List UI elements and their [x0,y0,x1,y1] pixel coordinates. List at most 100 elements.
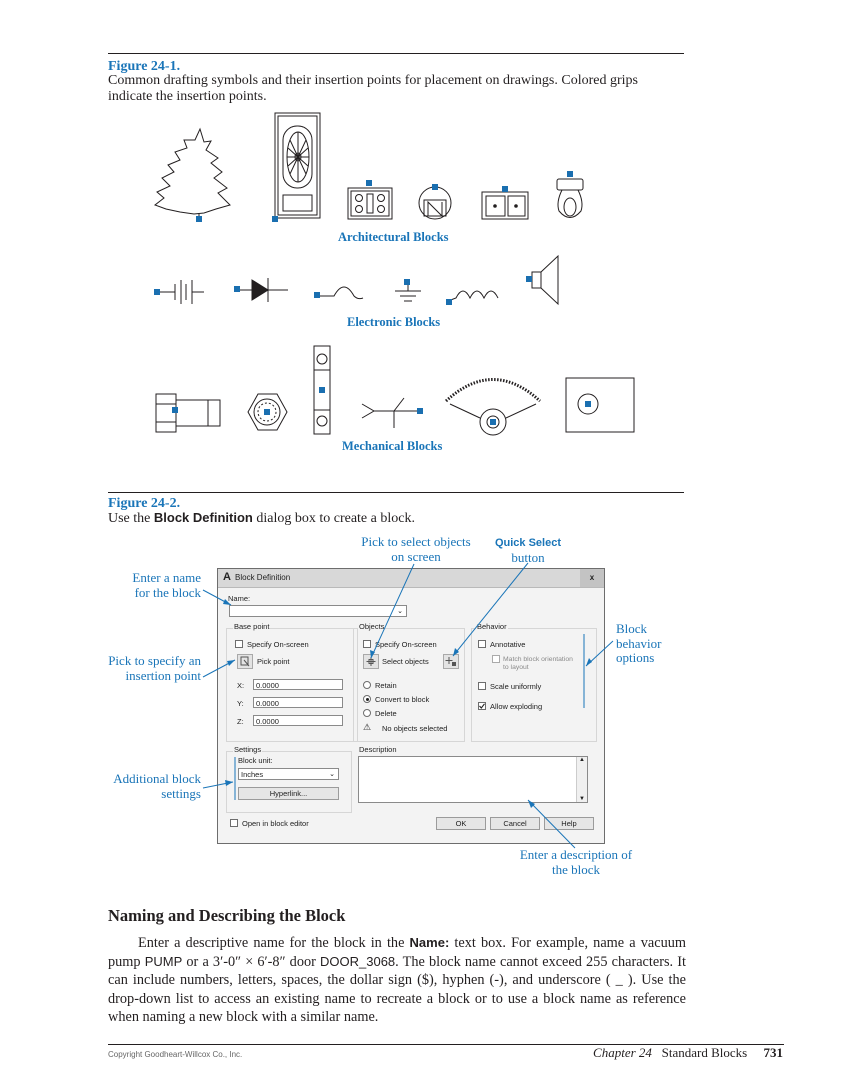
figure-2-label: Figure 24-2. [108,496,181,511]
block-definition-dialog: A Block Definition x Name: ⌄ Base point … [217,568,605,844]
x-input[interactable]: 0.0000 [253,679,343,690]
quick-select-icon [445,657,456,666]
figure-2-rule [108,492,684,493]
objects-title: Objects [358,622,386,631]
retain-radio[interactable] [363,681,371,689]
retain-label: Retain [375,681,397,690]
chapter-label: Chapter 24 [593,1045,652,1060]
convert-radio[interactable] [363,695,371,703]
chapter-title: Standard Blocks [661,1045,748,1060]
chevron-down-icon: ⌄ [329,771,335,778]
block-unit-select[interactable]: Inches⌄ [238,768,339,780]
select-objects-label: Select objects [382,657,429,666]
y-input[interactable]: 0.0000 [253,697,343,708]
callout-behavior: Block behavior options [616,621,662,665]
select-objects-button[interactable] [363,654,379,669]
figure-1-caption: Common drafting symbols and their insert… [108,73,638,104]
base-specify-label: Specify On-screen [247,640,309,649]
callout-insertion-point: Pick to specify an insertion point [108,653,201,683]
mechanical-grips [172,387,591,425]
electronic-grips [154,276,532,305]
block-unit-label: Block unit: [238,756,273,765]
mechanical-symbols [155,345,635,436]
callout-select-objects: Pick to select objects on screen [361,534,471,564]
quick-select-button[interactable] [443,654,459,669]
hyperlink-button[interactable]: Hyperlink... [238,787,339,800]
ground-symbol [395,282,421,302]
cancel-button[interactable]: Cancel [490,817,540,830]
scale-uniformly-checkbox[interactable] [478,682,486,690]
toilet-top-symbol [418,186,452,220]
figure-1-rule [108,53,684,54]
allow-exploding-label: Allow exploding [490,702,543,711]
chevron-down-icon: ⌄ [397,608,403,615]
page-number: 731 [763,1045,784,1060]
callout-settings: Additional block settings [113,771,201,801]
callout-enter-name: Enter a name for the block [132,570,201,600]
scale-uniformly-label: Scale uniformly [490,682,542,691]
pick-point-button[interactable] [237,654,253,669]
name-combobox[interactable]: ⌄ [229,605,407,617]
base-specify-checkbox[interactable] [235,640,243,648]
settings-title: Settings [233,745,263,754]
flange-symbol [565,377,635,433]
battery-symbol [160,280,204,304]
scrollbar[interactable]: ▲ ▼ [576,757,587,802]
figure-2-caption: Use the Block Definition dialog box to c… [108,510,415,526]
match-orientation-checkbox[interactable] [492,655,500,663]
section-paragraph: Enter a descriptive name for the block i… [108,935,686,1026]
convert-label: Convert to block [375,695,430,704]
close-button[interactable]: x [580,569,604,587]
speaker-symbol [531,254,559,306]
ok-button[interactable]: OK [436,817,486,830]
architectural-symbols [153,112,584,220]
pick-point-label: Pick point [257,657,290,666]
drafting-symbols-illustration [153,112,635,436]
section-heading: Naming and Describing the Block [108,906,346,925]
electronic-symbols [160,254,559,306]
tree-symbol [153,127,231,215]
door-symbol [274,112,321,219]
behavior-group [471,628,597,742]
x-label: X: [237,681,245,690]
scroll-up-icon[interactable]: ▲ [579,757,585,763]
copyright: Copyright Goodheart-Willcox Co., Inc. [108,1050,243,1059]
bolt-side-symbol [155,393,221,433]
z-label: Z: [237,717,244,726]
running-footer: Chapter 24 Standard Blocks 731 [593,1045,783,1061]
description-textarea[interactable]: ▲ ▼ [358,756,588,803]
arc-symbol [319,286,364,300]
z-input[interactable]: 0.0000 [253,715,343,726]
toilet-symbol [556,178,584,218]
dialog-title: Block Definition [235,573,291,582]
objects-specify-checkbox[interactable] [363,640,371,648]
weld-symbol [361,397,420,428]
autocad-logo-icon: A [223,571,231,583]
help-button[interactable]: Help [544,817,594,830]
figure-1-label: Figure 24-1. [108,59,181,74]
range-symbol [347,187,393,220]
allow-exploding-checkbox[interactable] [478,702,486,710]
footer-rule [108,1044,784,1045]
pick-point-icon [240,656,250,667]
electronic-blocks-label: Electronic Blocks [347,315,441,329]
crosshair-icon [366,657,376,666]
y-label: Y: [237,699,244,708]
dialog-titlebar: A Block Definition x [218,569,604,588]
mechanical-blocks-label: Mechanical Blocks [342,439,443,453]
delete-radio[interactable] [363,709,371,717]
architectural-blocks-label: Architectural Blocks [338,230,449,244]
objects-specify-label: Specify On-screen [375,640,437,649]
architectural-grips [196,171,573,222]
annotative-label: Annotative [490,640,526,649]
nut-symbol [247,393,288,431]
scroll-down-icon[interactable]: ▼ [579,796,585,802]
description-label: Description [359,745,397,754]
annotative-checkbox[interactable] [478,640,486,648]
callout-description: Enter a description of the block [519,847,633,877]
delete-label: Delete [375,709,397,718]
open-in-editor-checkbox[interactable] [230,819,238,827]
double-sink-symbol [481,191,529,220]
